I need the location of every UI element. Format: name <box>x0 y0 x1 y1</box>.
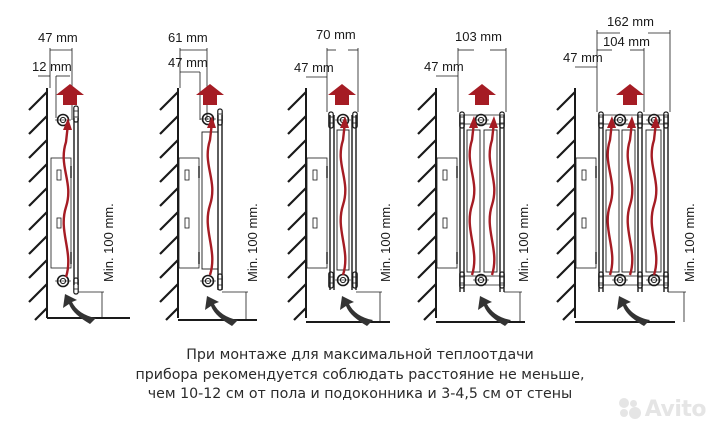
warm-air-flow-icon <box>205 114 218 277</box>
min-clearance-label: Min. 100 mm. <box>101 203 116 282</box>
warm-air-flow-icon <box>467 114 480 277</box>
dimension-label: 47 mm <box>563 50 603 65</box>
dimension-label: 47 mm <box>168 55 208 70</box>
installation-caption: При монтаже для максимальной теплоотдачи… <box>0 346 720 405</box>
warm-air-flow-icon <box>338 114 351 277</box>
diagram-type-10: 47 mm 12 mm Min. 100 mm. <box>27 30 130 324</box>
dimension-label: 70 mm <box>316 27 356 42</box>
radiator-installation-diagram: 47 mm 12 mm Min. 100 mm. 61 mm 47 mm <box>27 14 697 326</box>
min-clearance-label: Min. 100 mm. <box>378 203 393 282</box>
dimension-label: 47 mm <box>38 30 78 45</box>
diagram-type-21: 70 mm 47 mm Min. 100 mm. <box>286 27 393 326</box>
dimension-label: 12 mm <box>32 59 72 74</box>
heat-up-arrow-icon <box>56 84 84 105</box>
diagram-type-22: 103 mm 47 mm Min. 100 mm. <box>416 29 531 326</box>
cold-air-inflow-icon <box>205 296 238 326</box>
diagram-type-11: 61 mm 47 mm Min. 100 mm. <box>158 30 260 326</box>
dimension-label: 162 mm <box>607 14 654 29</box>
caption-line: прибора рекомендуется соблюдать расстоян… <box>135 366 585 383</box>
warm-air-flow-icon <box>649 114 662 277</box>
caption-line: При монтаже для максимальной теплоотдачи <box>186 347 534 363</box>
avito-watermark: Avito <box>618 397 707 422</box>
dimension-label: 104 mm <box>603 34 650 49</box>
avito-logo-text: Avito <box>644 397 707 422</box>
caption-line: чем 10-12 см от пола и подоконника и 3-4… <box>147 386 573 402</box>
cold-air-inflow-icon <box>63 294 96 324</box>
min-clearance-label: Min. 100 mm. <box>245 203 260 282</box>
avito-logo-icon <box>618 398 643 419</box>
heat-up-arrow-icon <box>328 84 356 105</box>
dimension-label: 103 mm <box>455 29 502 44</box>
diagram-type-33: 162 mm 104 mm 47 mm Min. 100 mm. <box>555 14 697 326</box>
heat-up-arrow-icon <box>616 84 644 105</box>
heat-up-arrow-icon <box>468 84 496 105</box>
dimension-label: 47 mm <box>424 59 464 74</box>
warm-air-flow-icon <box>605 114 618 277</box>
dimension-label: 61 mm <box>168 30 208 45</box>
dimension-label: 47 mm <box>294 60 334 75</box>
min-clearance-label: Min. 100 mm. <box>516 203 531 282</box>
min-clearance-label: Min. 100 mm. <box>682 203 697 282</box>
